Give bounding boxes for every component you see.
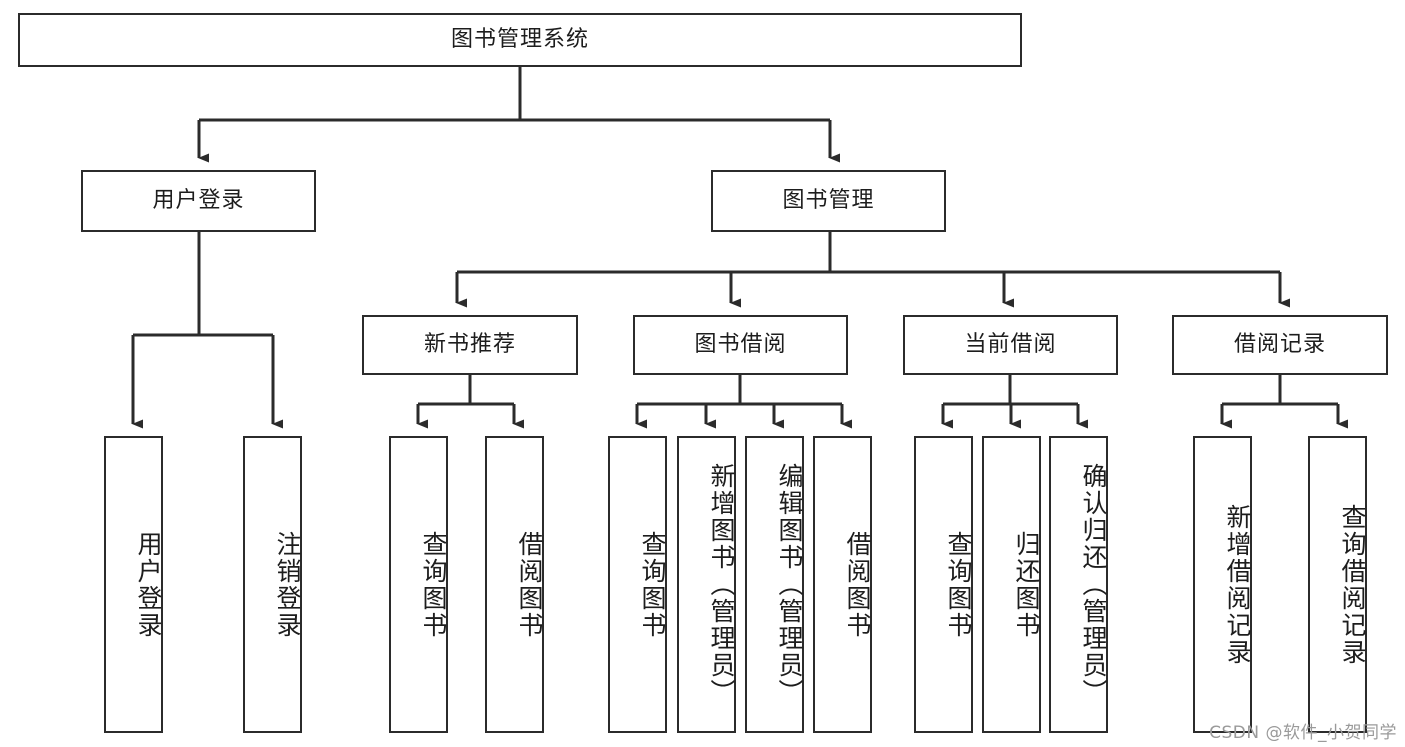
node-label: 图书管理 xyxy=(782,187,875,213)
node-leaf-borrow-book-2[interactable]: 借阅图书 xyxy=(813,436,872,733)
node-label: 借阅图书 xyxy=(843,530,872,639)
node-label: 图书借阅 xyxy=(694,331,787,357)
node-label: 用户登录 xyxy=(134,530,163,639)
node-label: 新增图书（管理员） xyxy=(707,463,736,706)
node-leaf-return-book[interactable]: 归还图书 xyxy=(982,436,1041,733)
node-leaf-query-book-2[interactable]: 查询图书 xyxy=(608,436,667,733)
node-leaf-confirm-return-admin[interactable]: 确认归还（管理员） xyxy=(1049,436,1108,733)
node-book-borrow[interactable]: 图书借阅 xyxy=(633,315,848,375)
node-user-login[interactable]: 用户登录 xyxy=(81,170,316,232)
node-label: 借阅图书 xyxy=(515,530,544,639)
node-label: 查询图书 xyxy=(638,530,667,639)
node-leaf-edit-book-admin[interactable]: 编辑图书（管理员） xyxy=(745,436,804,733)
node-label: 当前借阅 xyxy=(964,331,1057,357)
node-label: 查询借阅记录 xyxy=(1338,503,1367,666)
node-leaf-query-borrow-record[interactable]: 查询借阅记录 xyxy=(1308,436,1367,733)
node-leaf-query-book-3[interactable]: 查询图书 xyxy=(914,436,973,733)
node-book-management[interactable]: 图书管理 xyxy=(711,170,946,232)
node-borrow-record[interactable]: 借阅记录 xyxy=(1172,315,1388,375)
node-label: 确认归还（管理员） xyxy=(1079,463,1108,706)
node-current-borrow[interactable]: 当前借阅 xyxy=(903,315,1118,375)
node-root-book-management-system[interactable]: 图书管理系统 xyxy=(18,13,1022,67)
node-leaf-user-login[interactable]: 用户登录 xyxy=(104,436,163,733)
watermark-text: CSDN @软件_小贺同学 xyxy=(1209,723,1397,743)
node-leaf-add-book-admin[interactable]: 新增图书（管理员） xyxy=(677,436,736,733)
node-label: 新书推荐 xyxy=(423,331,516,357)
node-label: 借阅记录 xyxy=(1233,331,1326,357)
node-label: 归还图书 xyxy=(1012,530,1041,639)
node-label: 查询图书 xyxy=(419,530,448,639)
node-new-book-recommend[interactable]: 新书推荐 xyxy=(362,315,578,375)
node-label: 查询图书 xyxy=(944,530,973,639)
node-leaf-add-borrow-record[interactable]: 新增借阅记录 xyxy=(1193,436,1252,733)
node-leaf-query-book-1[interactable]: 查询图书 xyxy=(389,436,448,733)
node-label: 编辑图书（管理员） xyxy=(775,463,804,706)
node-label: 图书管理系统 xyxy=(450,26,589,52)
node-leaf-borrow-book-1[interactable]: 借阅图书 xyxy=(485,436,544,733)
node-label: 注销登录 xyxy=(273,530,302,639)
node-label: 用户登录 xyxy=(152,187,245,213)
node-leaf-logout-login[interactable]: 注销登录 xyxy=(243,436,302,733)
node-label: 新增借阅记录 xyxy=(1223,503,1252,666)
